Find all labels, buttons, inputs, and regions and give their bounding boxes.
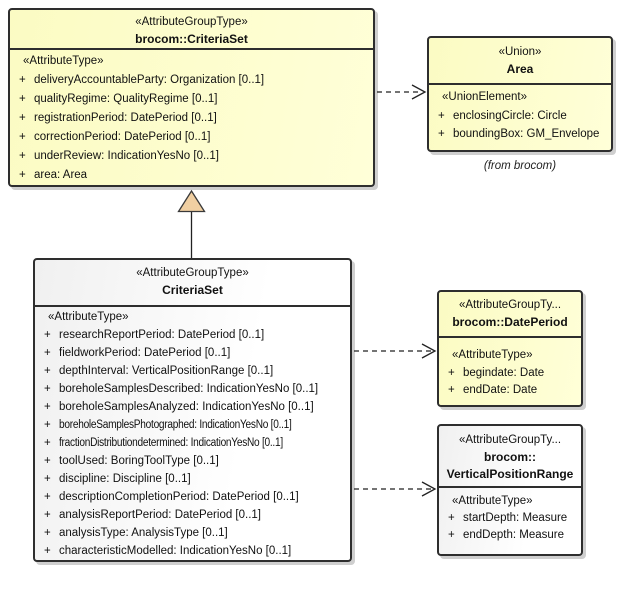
attribute-row: +descriptionCompletionPeriod: DatePeriod… bbox=[35, 488, 350, 506]
attribute-row: +endDepth: Measure bbox=[439, 527, 581, 544]
dependency-arrow-dateperiod[interactable] bbox=[354, 343, 437, 359]
attribute-row: +toolUsed: BoringToolType [0..1] bbox=[35, 452, 350, 470]
visibility-plus: + bbox=[448, 529, 455, 541]
attribute-row: +characteristicModelled: IndicationYesNo… bbox=[35, 542, 350, 560]
class-header: «AttributeGroupTy... brocom:: VerticalPo… bbox=[439, 426, 581, 488]
attribute-row: +boreholeSamplesDescribed: IndicationYes… bbox=[35, 380, 350, 398]
attribute-row: +correctionPeriod: DatePeriod [0..1] bbox=[10, 128, 373, 147]
visibility-plus: + bbox=[44, 347, 51, 359]
visibility-plus: + bbox=[44, 455, 51, 467]
class-name-line2: VerticalPositionRange bbox=[446, 467, 574, 481]
attribute-row: +boundingBox: GM_Envelope bbox=[429, 125, 611, 144]
attributes-compartment: «AttributeType» +startDepth: Measure +en… bbox=[439, 488, 581, 544]
uml-class-brocom-criteriaset[interactable]: «AttributeGroupType» brocom::CriteriaSet… bbox=[8, 8, 375, 187]
uml-class-brocom-verticalpositionrange[interactable]: «AttributeGroupTy... brocom:: VerticalPo… bbox=[437, 424, 583, 556]
visibility-plus: + bbox=[44, 491, 51, 503]
compartment-stereotype: «AttributeType» bbox=[48, 311, 129, 323]
visibility-plus: + bbox=[44, 383, 51, 395]
visibility-plus: + bbox=[19, 93, 26, 105]
class-stereotype: «AttributeGroupTy... bbox=[458, 299, 562, 311]
visibility-plus: + bbox=[19, 150, 26, 162]
compartment-stereotype: «AttributeType» bbox=[452, 349, 533, 361]
visibility-plus: + bbox=[44, 509, 51, 521]
uml-class-criteriaset[interactable]: «AttributeGroupType» CriteriaSet «Attrib… bbox=[33, 258, 352, 562]
attribute-row: +analysisType: AnalysisType [0..1] bbox=[35, 524, 350, 542]
dependency-arrow-area[interactable] bbox=[377, 84, 427, 100]
attribute-row: +analysisReportPeriod: DatePeriod [0..1] bbox=[35, 506, 350, 524]
class-header: «AttributeGroupTy... brocom::DatePeriod bbox=[439, 292, 581, 338]
uml-class-brocom-dateperiod[interactable]: «AttributeGroupTy... brocom::DatePeriod … bbox=[437, 290, 583, 407]
attribute-row: +begindate: Date bbox=[439, 365, 581, 383]
visibility-plus: + bbox=[448, 366, 455, 379]
visibility-plus: + bbox=[44, 545, 51, 557]
attribute-row: +deliveryAccountableParty: Organization … bbox=[10, 71, 373, 90]
visibility-plus: + bbox=[44, 419, 51, 431]
uml-class-area-union[interactable]: «Union» Area «UnionElement» +enclosingCi… bbox=[427, 36, 613, 152]
visibility-plus: + bbox=[448, 384, 455, 396]
attribute-row: +fractionDistributiondetermined: Indicat… bbox=[35, 434, 350, 452]
compartment-stereotype: «AttributeType» bbox=[452, 495, 533, 507]
visibility-plus: + bbox=[19, 112, 26, 124]
visibility-plus: + bbox=[44, 329, 51, 341]
class-name: Area bbox=[506, 62, 534, 76]
class-stereotype: «AttributeGroupType» bbox=[136, 267, 249, 279]
class-stereotype: «Union» bbox=[498, 46, 542, 58]
attribute-row: +qualityRegime: QualityRegime [0..1] bbox=[10, 90, 373, 109]
class-stereotype: «AttributeGroupType» bbox=[135, 16, 248, 28]
attribute-row: +underReview: IndicationYesNo [0..1] bbox=[10, 147, 373, 166]
attribute-row: +enclosingCircle: Circle bbox=[429, 107, 611, 126]
class-header: «AttributeGroupType» brocom::CriteriaSet bbox=[10, 10, 373, 50]
class-header: «Union» Area bbox=[429, 38, 611, 85]
attributes-compartment: «AttributeType» +begindate: Date +endDat… bbox=[439, 338, 581, 400]
attribute-row: +boreholeSamplesAnalyzed: IndicationYesN… bbox=[35, 398, 350, 416]
visibility-plus: + bbox=[19, 74, 26, 86]
attribute-row: +registrationPeriod: DatePeriod [0..1] bbox=[10, 109, 373, 128]
attribute-row: +researchReportPeriod: DatePeriod [0..1] bbox=[35, 326, 350, 344]
class-name-line1: brocom:: bbox=[484, 450, 536, 464]
class-name: brocom::DatePeriod bbox=[452, 315, 568, 329]
visibility-plus: + bbox=[438, 109, 445, 122]
attributes-compartment: «UnionElement» +enclosingCircle: Circle … bbox=[429, 85, 611, 144]
attributes-compartment: «AttributeType» +researchReportPeriod: D… bbox=[35, 307, 350, 560]
visibility-plus: + bbox=[44, 365, 51, 377]
class-stereotype: «AttributeGroupTy... bbox=[458, 434, 562, 446]
attribute-row: +fieldworkPeriod: DatePeriod [0..1] bbox=[35, 344, 350, 362]
attributes-compartment: «AttributeType» +deliveryAccountablePart… bbox=[10, 50, 373, 185]
visibility-plus: + bbox=[19, 131, 26, 143]
generalization-arrow[interactable] bbox=[177, 189, 206, 258]
visibility-plus: + bbox=[44, 401, 51, 413]
attribute-row: +endDate: Date bbox=[439, 382, 581, 400]
dependency-arrow-verticalpositionrange[interactable] bbox=[354, 481, 437, 497]
visibility-plus: + bbox=[438, 128, 445, 140]
attribute-row: +discipline: Discipline [0..1] bbox=[35, 470, 350, 488]
visibility-plus: + bbox=[44, 437, 51, 449]
attribute-row: +boreholeSamplesPhotographed: Indication… bbox=[35, 416, 350, 434]
visibility-plus: + bbox=[44, 527, 51, 539]
attribute-row: +area: Area bbox=[10, 166, 373, 185]
attribute-row: +startDepth: Measure bbox=[439, 510, 581, 527]
from-package-caption: (from brocom) bbox=[483, 160, 557, 172]
class-name: brocom::CriteriaSet bbox=[135, 32, 248, 46]
visibility-plus: + bbox=[19, 169, 26, 181]
compartment-stereotype: «UnionElement» bbox=[442, 91, 528, 103]
visibility-plus: + bbox=[448, 512, 455, 524]
compartment-stereotype: «AttributeType» bbox=[23, 55, 104, 67]
class-name: CriteriaSet bbox=[162, 283, 223, 297]
attribute-row: +depthInterval: VerticalPositionRange [0… bbox=[35, 362, 350, 380]
visibility-plus: + bbox=[44, 473, 51, 485]
class-header: «AttributeGroupType» CriteriaSet bbox=[35, 260, 350, 307]
